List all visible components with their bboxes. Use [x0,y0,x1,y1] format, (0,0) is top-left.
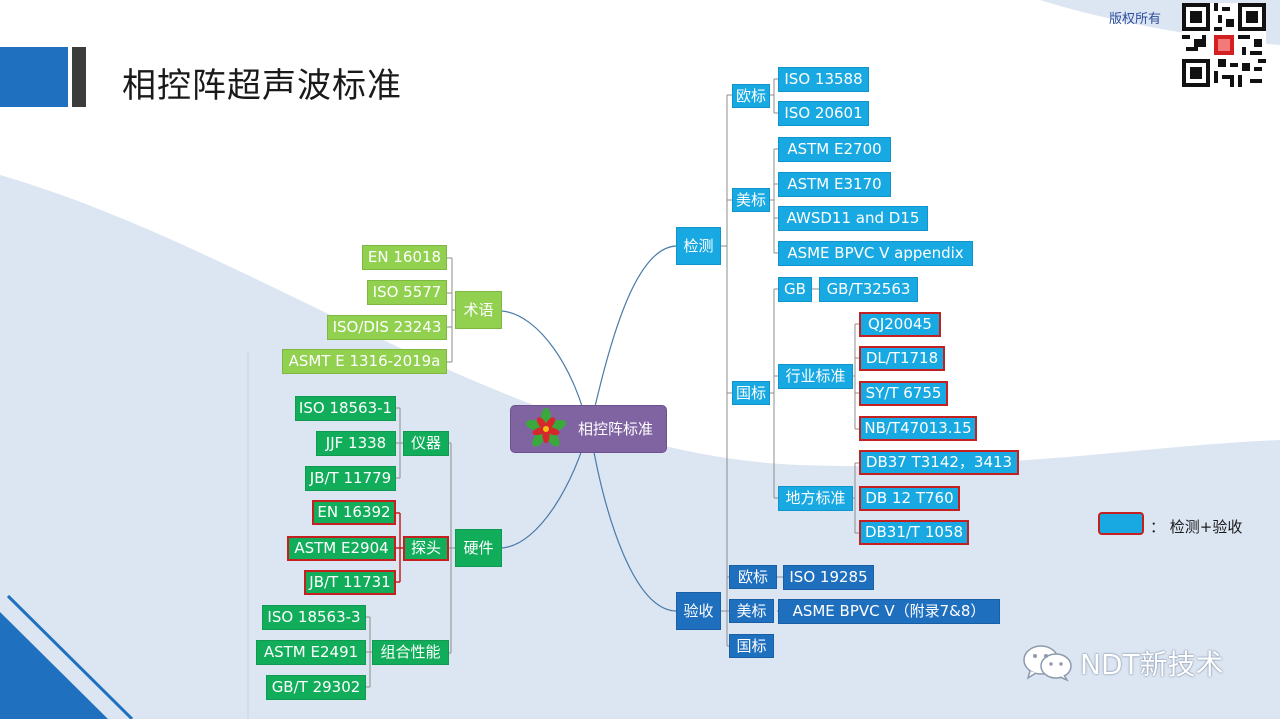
probe-item-1[interactable]: EN 16392 [312,500,396,525]
inspection-us-item-3[interactable]: AWSD11 and D15 [778,206,928,231]
inspection-local-item-2[interactable]: DB 12 T760 [859,486,960,511]
inspection-industry-item-2[interactable]: DL/T1718 [859,346,945,371]
inspection-us-item-2[interactable]: ASTM E3170 [778,172,891,197]
probe-node[interactable]: 探头 [403,536,449,561]
terms-item-3[interactable]: ISO/DIS 23243 [327,315,447,340]
terms-item-4[interactable]: ASMT E 1316-2019a [282,349,447,374]
inspection-local-node[interactable]: 地方标准 [778,486,853,511]
page-title: 相控阵超声波标准 [122,66,402,106]
inspection-eu-node[interactable]: 欧标 [732,84,770,108]
combined-item-2[interactable]: ASTM E2491 [256,640,366,665]
center-node-label: 相控阵标准 [577,419,653,438]
acceptance-branch-node[interactable]: 验收 [676,592,721,630]
inspection-branch-node[interactable]: 检测 [676,227,721,265]
instrument-node[interactable]: 仪器 [403,431,449,456]
flower-logo-icon [525,408,567,447]
combined-item-3[interactable]: GB/T 29302 [266,675,366,700]
inspection-industry-item-4[interactable]: NB/T47013.15 [859,416,977,441]
acceptance-national-node[interactable]: 国标 [729,634,774,658]
legend-label: ： 检测+验收 [1150,518,1243,536]
inspection-eu-item-2[interactable]: ISO 20601 [778,101,869,126]
inspection-gb-node[interactable]: GB [778,277,812,302]
terms-branch-node[interactable]: 术语 [455,291,502,329]
inspection-local-item-3[interactable]: DB31/T 1058 [859,520,969,545]
title-accent-bar-dark [72,47,86,107]
inspection-us-node[interactable]: 美标 [732,188,770,212]
instrument-item-3[interactable]: JB/T 11779 [305,466,396,491]
acceptance-eu-node[interactable]: 欧标 [729,565,777,589]
probe-item-3[interactable]: JB/T 11731 [304,570,396,595]
inspection-us-item-1[interactable]: ASTM E2700 [778,137,891,162]
inspection-national-node[interactable]: 国标 [732,381,770,405]
qr-code-icon [1182,3,1266,87]
inspection-gb-item[interactable]: GB/T32563 [819,277,918,302]
acceptance-eu-item[interactable]: ISO 19285 [783,565,874,590]
inspection-industry-node[interactable]: 行业标准 [778,364,853,389]
inspection-eu-item-1[interactable]: ISO 13588 [778,67,869,92]
instrument-item-2[interactable]: JJF 1338 [316,431,396,456]
acceptance-us-item[interactable]: ASME BPVC V（附录7&8） [778,599,1000,624]
terms-item-2[interactable]: ISO 5577 [367,280,447,305]
acceptance-us-node[interactable]: 美标 [729,599,774,623]
terms-item-1[interactable]: EN 16018 [362,245,447,270]
legend-swatch [1098,512,1144,535]
instrument-item-1[interactable]: ISO 18563-1 [295,396,396,421]
hardware-branch-node[interactable]: 硬件 [455,529,502,567]
inspection-us-item-4[interactable]: ASME BPVC V appendix [778,241,973,266]
combined-node[interactable]: 组合性能 [372,640,449,665]
wechat-icon [1023,645,1072,682]
brand-watermark: NDT新技术 [1022,643,1224,683]
brand-text: NDT新技术 [1080,648,1224,681]
combined-item-1[interactable]: ISO 18563-3 [262,605,366,630]
center-node[interactable]: 相控阵标准 [510,405,667,453]
inspection-local-item-1[interactable]: DB37 T3142，3413 [859,450,1019,475]
inspection-industry-item-3[interactable]: SY/T 6755 [859,381,948,406]
probe-item-2[interactable]: ASTM E2904 [287,536,396,561]
title-accent-bar [0,47,68,107]
copyright-label: 版权所有 [1109,12,1162,27]
inspection-industry-item-1[interactable]: QJ20045 [859,312,941,337]
